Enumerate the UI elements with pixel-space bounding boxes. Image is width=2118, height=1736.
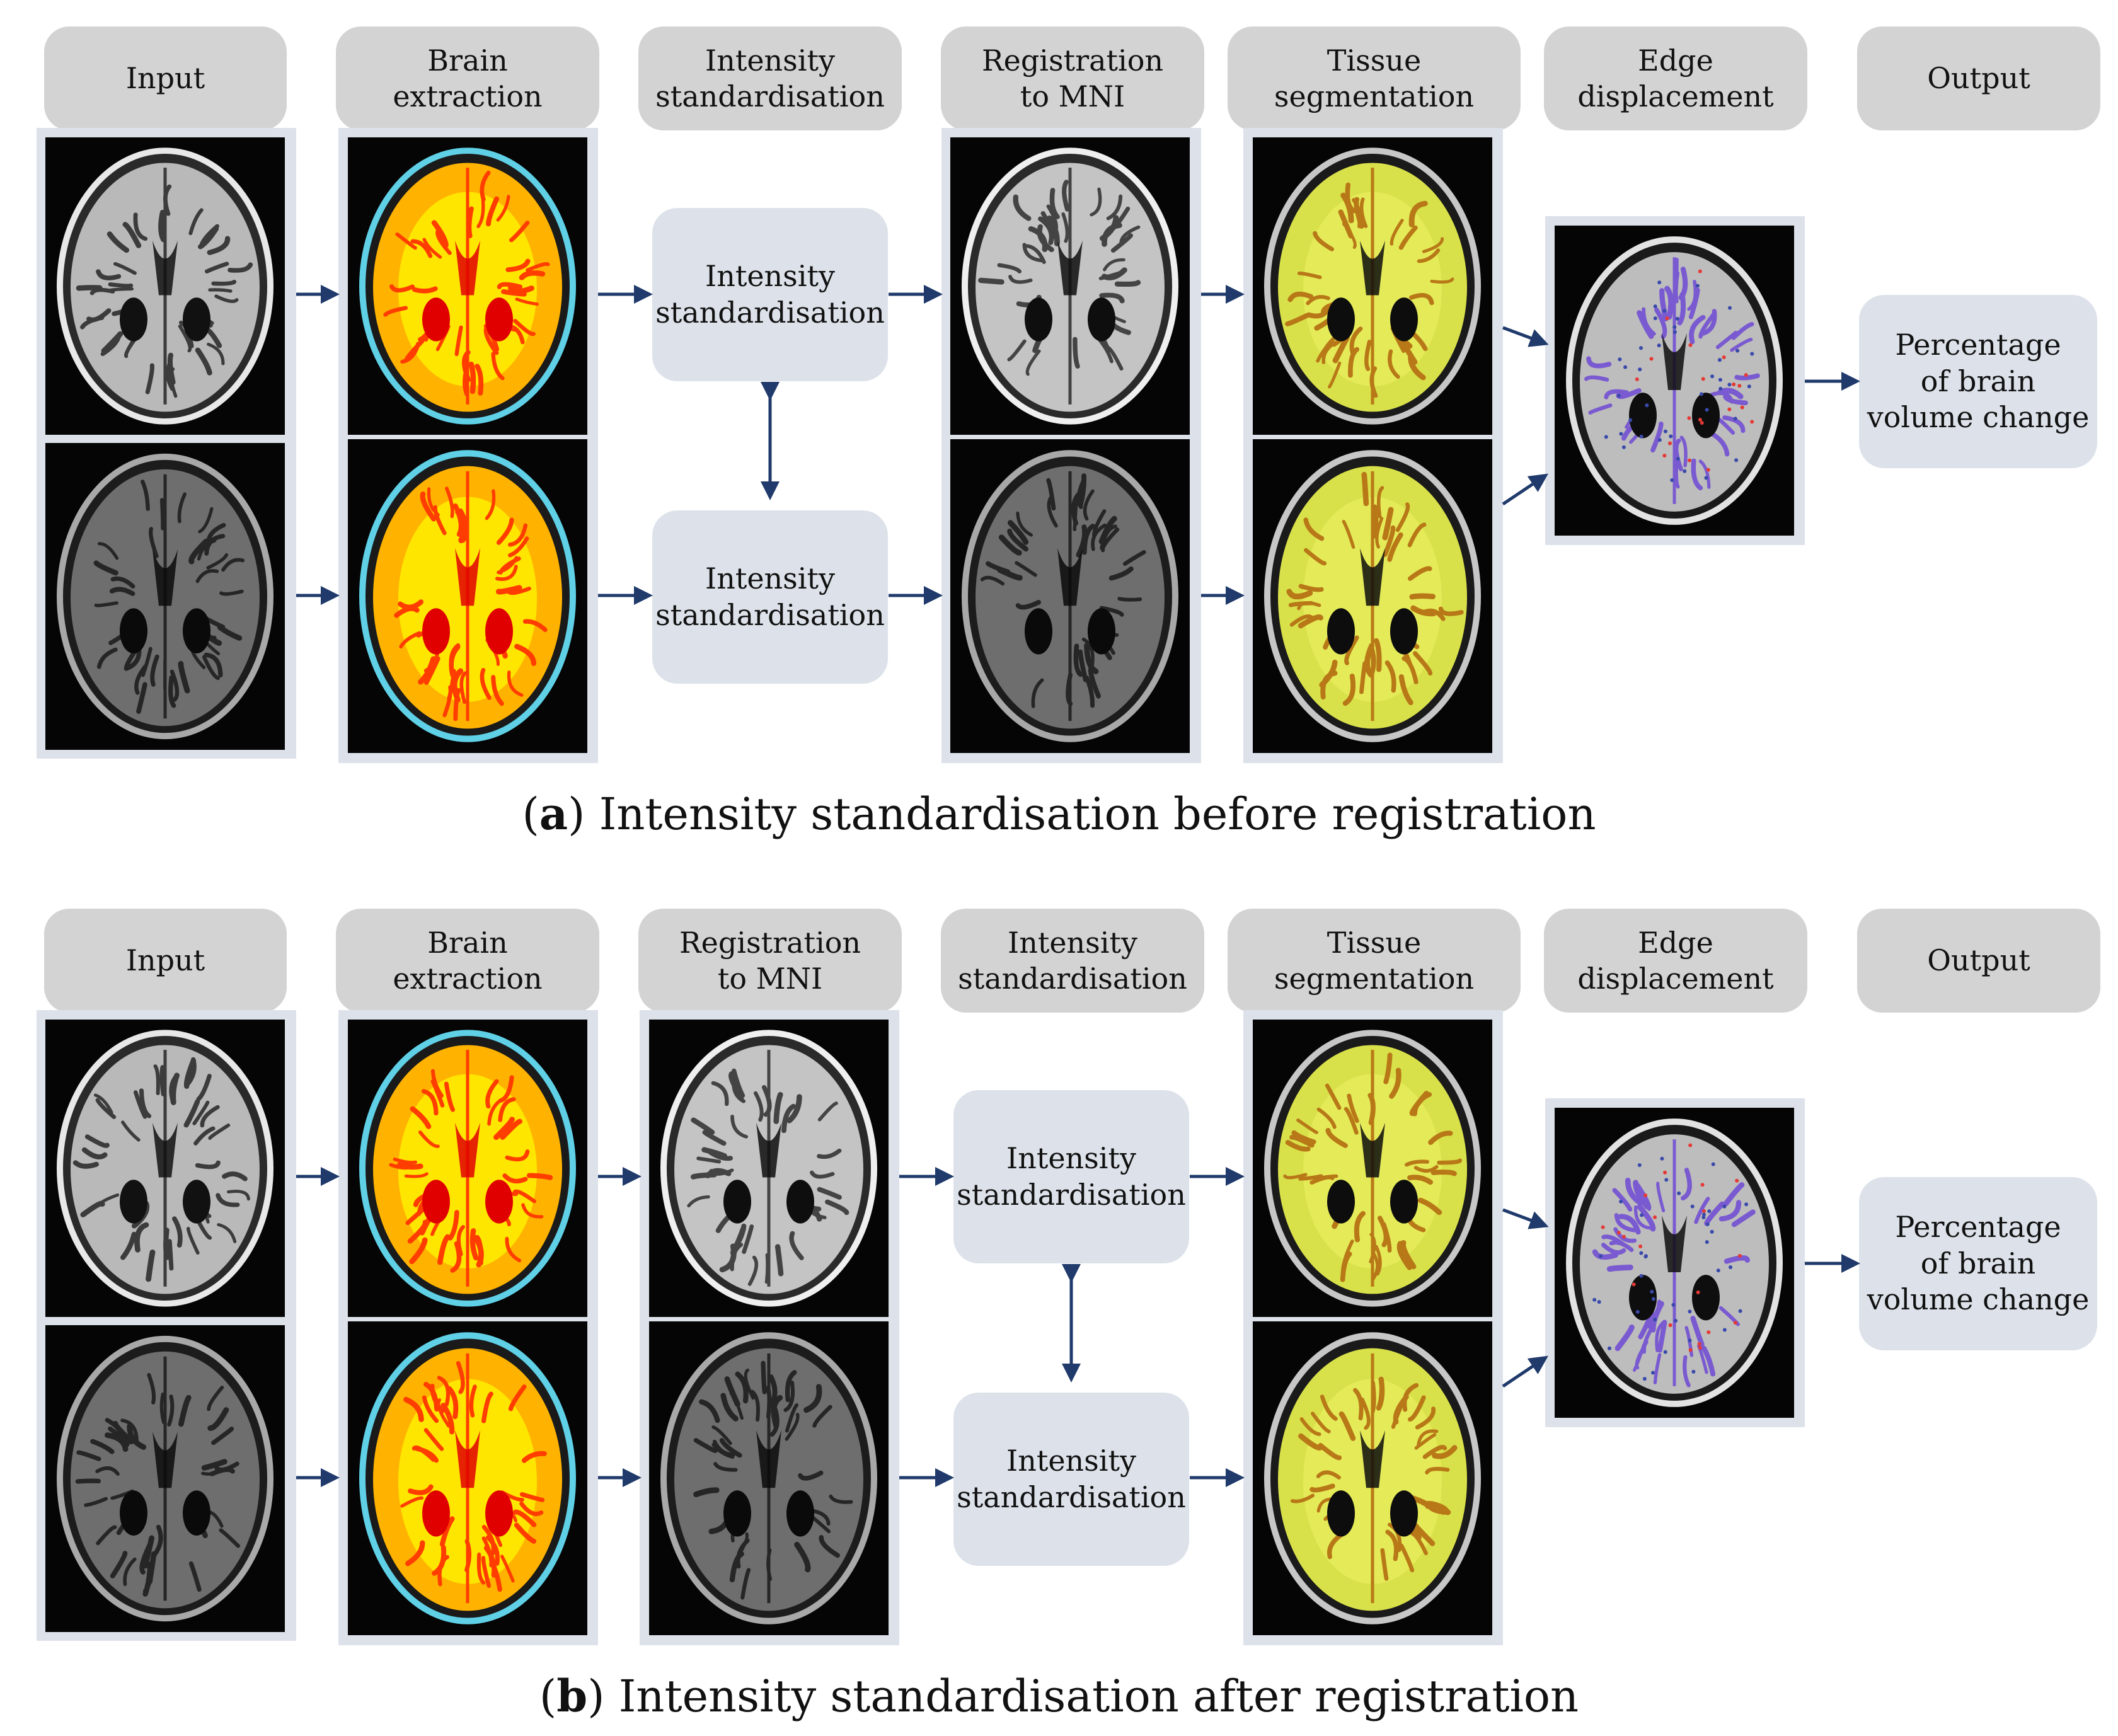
arrow-segmentation-to-edge-bottom-a: [1502, 473, 1548, 506]
header-brain-extraction-b: Brain extraction: [336, 909, 599, 1013]
header-registration-b: Registration to MNI: [638, 909, 902, 1013]
mri-slice-drawing: [348, 1020, 587, 1317]
caption-letter-b: b: [556, 1670, 588, 1722]
mri-registration-bottom-a: [950, 439, 1190, 753]
header-intensity-standardisation-b: Intensity standardisation: [941, 909, 1204, 1013]
mri-slice-drawing: [348, 1321, 587, 1635]
mri-slice-drawing: [348, 439, 587, 753]
header-output-b: Output: [1857, 909, 2100, 1013]
mri-input-bottom-a: [45, 443, 285, 750]
header-tissue-segmentation-a: Tissue segmentation: [1228, 26, 1521, 130]
arrow-segmentation-to-edge-bottom-b: [1502, 1355, 1548, 1388]
header-tissue-segmentation-b: Tissue segmentation: [1228, 909, 1521, 1013]
mri-slice-drawing: [45, 443, 285, 750]
mri-slice-drawing: [1253, 1321, 1492, 1635]
mri-edge-b: [1555, 1108, 1794, 1418]
header-input-b: Input: [44, 909, 287, 1013]
mri-slice-drawing: [649, 1321, 889, 1635]
arrow-segmentation-to-edge-top-b: [1502, 1208, 1549, 1229]
caption-b: (b) Intensity standardisation after regi…: [539, 1670, 1579, 1722]
mri-slice-drawing: [1253, 1020, 1492, 1317]
intensity-standardisation-box-top-b: Intensity standardisation: [953, 1090, 1189, 1263]
intensity-standardisation-box-bottom-a: Intensity standardisation: [652, 510, 888, 684]
mri-slice-drawing: [45, 1325, 285, 1632]
mri-extraction-bottom-b: [348, 1321, 587, 1635]
header-registration-a: Registration to MNI: [941, 26, 1204, 130]
mri-slice-drawing: [950, 137, 1190, 435]
mri-input-top-a: [45, 137, 285, 435]
mri-slice-drawing: [45, 1020, 285, 1317]
mri-segmentation-bottom-a: [1253, 439, 1492, 753]
mri-slice-drawing: [1253, 439, 1492, 753]
arrow-segmentation-to-edge-top-a: [1502, 326, 1549, 347]
mri-registration-bottom-b: [649, 1321, 889, 1635]
intensity-standardisation-box-top-a: Intensity standardisation: [652, 208, 888, 381]
mri-extraction-bottom-a: [348, 439, 587, 753]
output-box-a: Percentage of brain volume change: [1859, 295, 2097, 468]
mri-slice-drawing: [649, 1020, 889, 1317]
mri-extraction-top-a: [348, 137, 587, 435]
mri-segmentation-top-a: [1253, 137, 1492, 435]
mri-segmentation-top-b: [1253, 1020, 1492, 1317]
caption-a: (a) Intensity standardisation before reg…: [522, 788, 1596, 840]
mri-edge-a: [1555, 226, 1794, 536]
header-output-a: Output: [1857, 26, 2100, 130]
mri-extraction-top-b: [348, 1020, 587, 1317]
caption-text-a: Intensity standardisation before registr…: [585, 788, 1596, 840]
mri-registration-top-b: [649, 1020, 889, 1317]
mri-slice-drawing: [1253, 137, 1492, 435]
mri-segmentation-bottom-b: [1253, 1321, 1492, 1635]
caption-letter-a: a: [539, 788, 568, 840]
header-input-a: Input: [44, 26, 287, 130]
header-brain-extraction-a: Brain extraction: [336, 26, 599, 130]
mri-input-top-b: [45, 1020, 285, 1317]
mri-slice-drawing: [1555, 226, 1794, 536]
mri-registration-top-a: [950, 137, 1190, 435]
mri-slice-drawing: [1555, 1108, 1794, 1418]
mri-slice-drawing: [348, 137, 587, 435]
mri-slice-drawing: [950, 439, 1190, 753]
header-intensity-standardisation-a: Intensity standardisation: [638, 26, 902, 130]
intensity-standardisation-box-bottom-b: Intensity standardisation: [953, 1393, 1189, 1566]
mri-input-bottom-b: [45, 1325, 285, 1632]
caption-text-b: Intensity standardisation after registra…: [604, 1670, 1579, 1722]
header-edge-displacement-a: Edge displacement: [1544, 26, 1807, 130]
output-box-b: Percentage of brain volume change: [1859, 1177, 2097, 1350]
header-edge-displacement-b: Edge displacement: [1544, 909, 1807, 1013]
mri-slice-drawing: [45, 137, 285, 435]
